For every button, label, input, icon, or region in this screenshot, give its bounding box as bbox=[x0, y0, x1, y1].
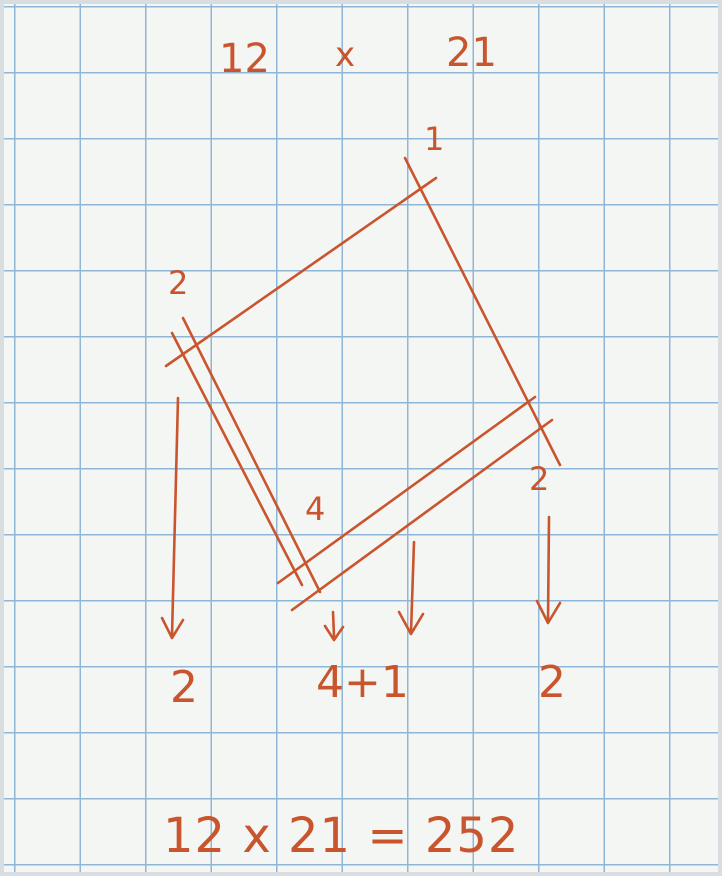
units-line-2a bbox=[276, 395, 537, 585]
left-down-arrow-icon bbox=[160, 396, 185, 640]
tens-line-2a bbox=[164, 176, 438, 368]
header-left-factor: 12 bbox=[219, 36, 270, 82]
bottom-down-arrow-icon bbox=[323, 610, 345, 642]
header-operator: x bbox=[335, 35, 355, 75]
units-line-1 bbox=[181, 316, 322, 594]
units-line-2 bbox=[170, 331, 304, 587]
tens-line-1 bbox=[403, 156, 562, 467]
middle-down-arrow-icon bbox=[397, 540, 425, 636]
header-right-factor: 21 bbox=[446, 30, 497, 76]
bottom-intersection-count: 4 bbox=[305, 490, 325, 528]
final-equation: 12 x 21 = 252 bbox=[163, 808, 519, 864]
result-middle: 4+1 bbox=[316, 657, 409, 708]
units-line-2b bbox=[290, 418, 554, 612]
result-right: 2 bbox=[538, 657, 566, 708]
left-intersection-count: 2 bbox=[168, 264, 188, 302]
top-intersection-count: 1 bbox=[424, 120, 444, 158]
result-left: 2 bbox=[170, 662, 198, 713]
right-intersection-count: 2 bbox=[529, 460, 549, 498]
right-down-arrow-icon bbox=[535, 515, 562, 625]
